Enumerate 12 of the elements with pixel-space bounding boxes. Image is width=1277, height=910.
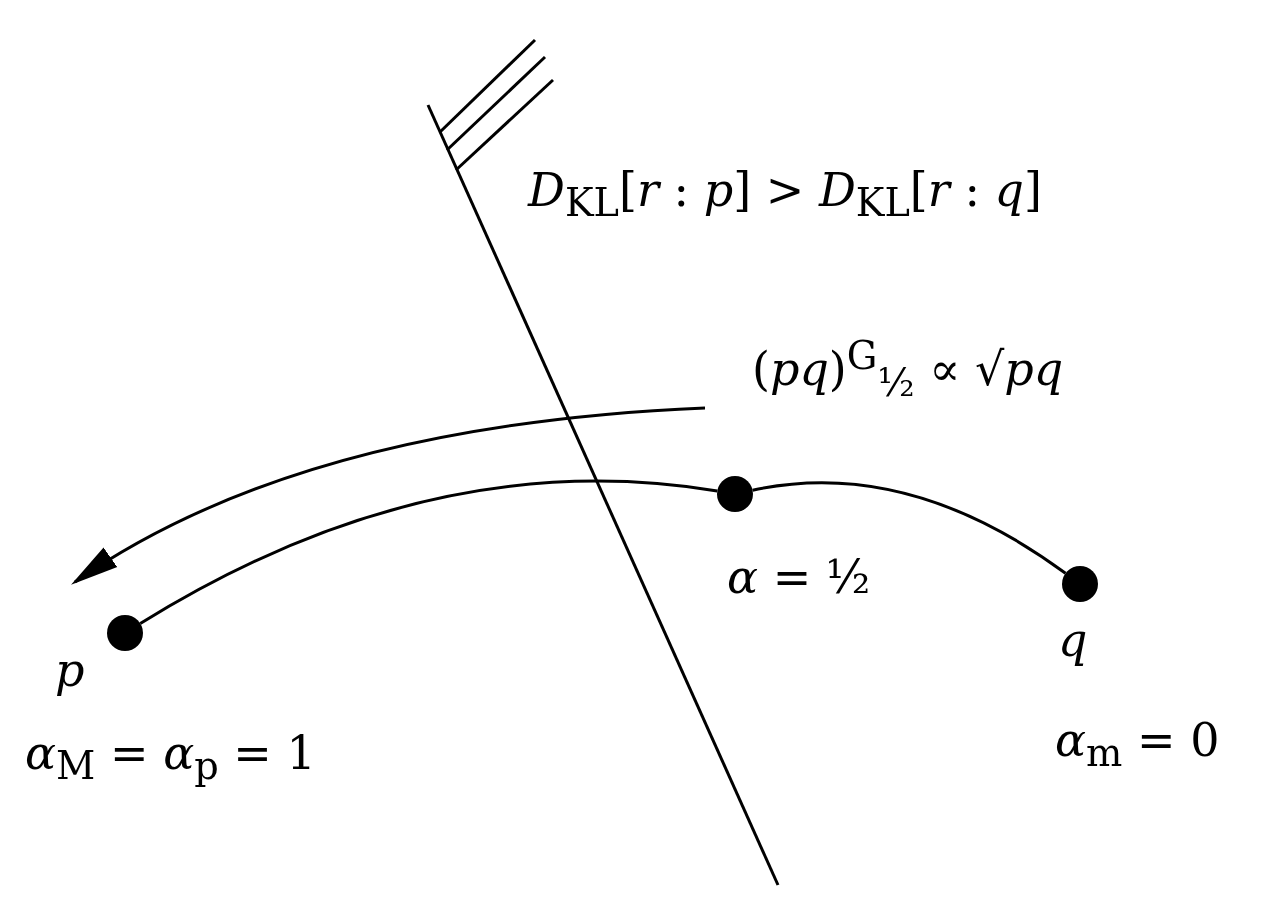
point-label: q [1058, 615, 1088, 666]
curve-line [139, 480, 718, 625]
point-dot [717, 476, 753, 512]
formula: α$_{m}$ = 0 [1055, 715, 1220, 775]
formula: α = ½ [727, 552, 871, 603]
point-label: p [55, 645, 85, 696]
formula: α$_{M}$ = α$_{p}$ = 1 [25, 728, 316, 788]
point-dot [1062, 566, 1098, 602]
point-dot [107, 615, 143, 651]
formula: D$_{KL}$[r : p] > D$_{KL}$[r : q] [528, 165, 1042, 225]
curve-line [752, 481, 1067, 575]
formula: (pq)$^{G}$$_{½}$ ∝ √pq [752, 335, 1064, 404]
